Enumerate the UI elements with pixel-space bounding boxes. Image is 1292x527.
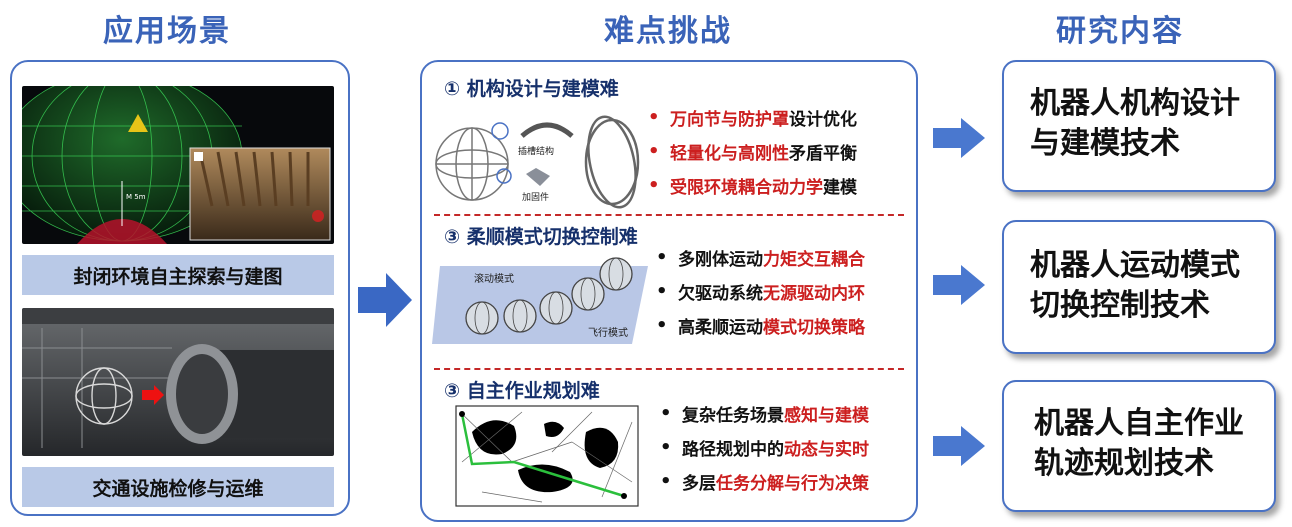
gimbal-structure-figure	[432, 106, 642, 216]
bullet-text: 高柔顺运动	[678, 317, 763, 338]
bullet-highlight: 动态与实时	[784, 439, 869, 460]
bullet-highlight: 模式切换策略	[763, 317, 865, 338]
fig-label-rolling: 滚动模式	[474, 274, 514, 285]
bullet-dot-icon: •	[656, 246, 668, 268]
bullet-dot-icon: •	[660, 470, 672, 492]
right-arrow-icon	[358, 273, 412, 327]
fig-label-flying: 飞行模式	[588, 328, 628, 339]
bullet-dot-icon: •	[660, 436, 672, 458]
section-divider	[434, 214, 904, 216]
right-arrow-icon	[933, 118, 985, 158]
bullet-text: 欠驱动系统	[678, 283, 763, 304]
bullet-item: • 受限环境耦合动力学建模	[648, 168, 857, 202]
bullet-item: • 高柔顺运动模式切换策略	[656, 308, 865, 342]
dome-mapping-image: M 5m	[22, 86, 334, 244]
pipe-inspection-image	[22, 308, 334, 456]
section-2-bullets: • 多刚体运动力矩交互耦合 • 欠驱动系统无源驱动内环 • 高柔顺运动模式切换策略	[656, 240, 865, 342]
bullet-text: 建模	[823, 177, 857, 198]
path-planning-figure	[452, 402, 642, 510]
bullet-item: • 轻量化与高刚性矛盾平衡	[648, 134, 857, 168]
bullet-highlight: 任务分解与行为决策	[716, 473, 869, 494]
bullet-highlight: 力矩交互耦合	[763, 249, 865, 270]
bullet-dot-icon: •	[648, 140, 660, 162]
bullet-text: 设计优化	[789, 109, 857, 130]
research-box-control: 机器人运动模式 切换控制技术	[1002, 220, 1276, 354]
bullet-dot-icon: •	[648, 174, 660, 196]
bullet-text: 多刚体运动	[678, 249, 763, 270]
section-3-bullets: • 复杂任务场景感知与建模 • 路径规划中的动态与实时 • 多层任务分解与行为决策	[660, 396, 869, 498]
bullet-highlight: 轻量化与高刚性	[670, 143, 789, 164]
research-line: 切换控制技术	[1030, 288, 1210, 323]
section-divider	[434, 368, 904, 370]
section-1-bullets: • 万向节与防护罩设计优化 • 轻量化与高刚性矛盾平衡 • 受限环境耦合动力学建模	[648, 100, 857, 202]
research-line: 机器人自主作业	[1034, 406, 1244, 441]
bullet-text: 矛盾平衡	[789, 143, 857, 164]
mode-switch-figure	[432, 248, 648, 348]
svg-text:M 5m: M 5m	[126, 193, 146, 201]
research-box-mechanism: 机器人机构设计 与建模技术	[1002, 60, 1276, 192]
bullet-highlight: 感知与建模	[784, 405, 869, 426]
bullet-item: • 多层任务分解与行为决策	[660, 464, 869, 498]
bullet-dot-icon: •	[648, 106, 660, 128]
research-line: 轨迹规划技术	[1034, 446, 1214, 481]
scenario-caption-mapping: 封闭环境自主探索与建图	[22, 255, 334, 295]
research-line: 机器人运动模式	[1030, 248, 1240, 283]
section-1-title: ① 机构设计与建模难	[444, 78, 619, 100]
bullet-text: 复杂任务场景	[682, 405, 784, 426]
heading-challenges: 难点挑战	[604, 14, 732, 49]
challenges-panel: ① 机构设计与建模难 插槽结构 加固件 • 万向节与防护罩设计优化 • 轻量化与高刚…	[420, 60, 918, 522]
research-line: 机器人机构设计	[1030, 86, 1240, 121]
bullet-highlight: 无源驱动内环	[763, 283, 865, 304]
bullet-dot-icon: •	[656, 280, 668, 302]
bullet-item: • 万向节与防护罩设计优化	[648, 100, 857, 134]
fig-label-reinforce: 加固件	[522, 193, 550, 203]
bullet-item: • 欠驱动系统无源驱动内环	[656, 274, 865, 308]
bullet-text: 多层	[682, 473, 716, 494]
right-arrow-icon	[933, 426, 985, 466]
bullet-dot-icon: •	[656, 314, 668, 336]
research-box-planning: 机器人自主作业 轨迹规划技术	[1002, 380, 1276, 512]
fig-label-slot: 插槽结构	[518, 147, 555, 157]
heading-research: 研究内容	[1056, 14, 1184, 49]
section-2-title: ③ 柔顺模式切换控制难	[444, 226, 638, 248]
bullet-item: • 复杂任务场景感知与建模	[660, 396, 869, 430]
bullet-item: • 路径规划中的动态与实时	[660, 430, 869, 464]
bullet-text: 路径规划中的	[682, 439, 784, 460]
bullet-highlight: 万向节与防护罩	[670, 109, 789, 130]
right-arrow-icon	[933, 265, 985, 305]
heading-scenarios: 应用场景	[103, 14, 231, 49]
research-line: 与建模技术	[1030, 126, 1180, 161]
section-3-title: ③ 自主作业规划难	[444, 380, 600, 402]
scenario-caption-inspection: 交通设施检修与运维	[22, 467, 334, 507]
bullet-item: • 多刚体运动力矩交互耦合	[656, 240, 865, 274]
scenarios-panel: M 5m 封闭环境自主探索与建图	[10, 60, 350, 516]
bullet-dot-icon: •	[660, 402, 672, 424]
bullet-highlight: 受限环境耦合动力学	[670, 177, 823, 198]
